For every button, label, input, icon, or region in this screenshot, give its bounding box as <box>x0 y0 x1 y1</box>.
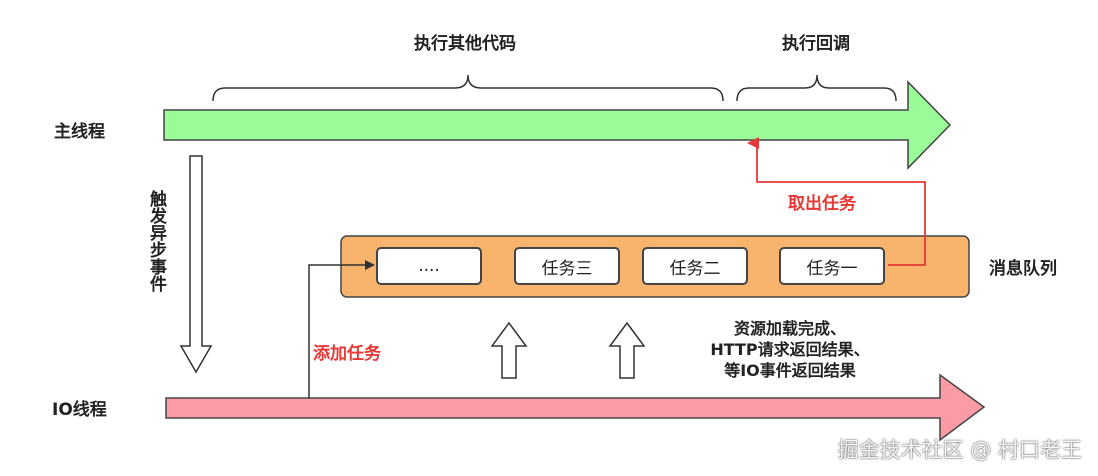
note-line: 等IO事件返回结果 <box>724 361 856 380</box>
queue-item-task3: 任务三 <box>514 247 620 285</box>
watermark: 掘金技术社区 @ 村口老王 <box>837 438 1082 462</box>
queue-item-ellipsis: .... <box>376 247 482 285</box>
main-thread-label: 主线程 <box>54 122 105 142</box>
io-up-arrow-1 <box>490 321 528 379</box>
add-task-label: 添加任务 <box>313 344 381 364</box>
take-task-label: 取出任务 <box>788 194 856 214</box>
take-task-line <box>747 137 926 266</box>
note-line: HTTP请求返回结果、 <box>710 340 870 359</box>
message-queue-label: 消息队列 <box>989 259 1057 279</box>
brace-exec-callback <box>736 74 897 102</box>
io-events-note: 资源加载完成、 HTTP请求返回结果、 等IO事件返回结果 <box>700 318 880 381</box>
queue-item-task1: 任务一 <box>779 247 885 285</box>
trigger-async-label: 触发异步事件 <box>146 190 166 292</box>
io-up-arrow-2 <box>608 321 646 379</box>
note-line: 资源加载完成、 <box>733 319 846 338</box>
io-thread-label: IO线程 <box>52 400 107 420</box>
brace-exec-other <box>212 74 724 102</box>
exec-other-label: 执行其他代码 <box>414 34 516 54</box>
trigger-down-arrow <box>179 155 213 374</box>
exec-callback-label: 执行回调 <box>782 34 850 54</box>
queue-item-task2: 任务二 <box>642 247 748 285</box>
main-thread-arrow <box>163 80 952 170</box>
add-task-line <box>308 260 375 398</box>
io-thread-arrow <box>165 373 986 442</box>
